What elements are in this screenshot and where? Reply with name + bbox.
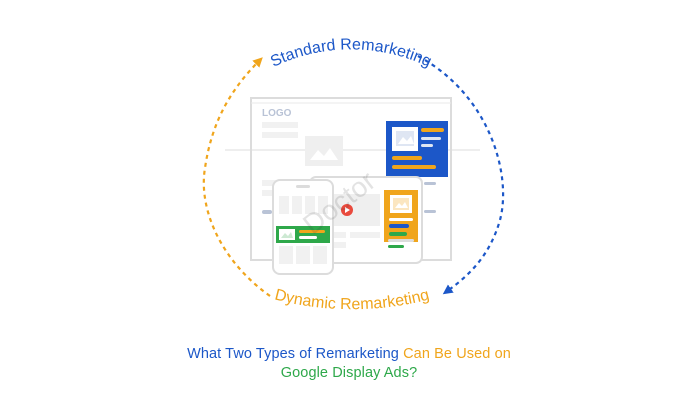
- question-line-1-segment: What Two Types of Remarketing: [187, 346, 404, 362]
- blue-ad-card: [386, 121, 448, 177]
- question-line-2-segment: Google Display Ads?: [280, 365, 418, 381]
- question-line-2: Google Display Ads?: [0, 365, 698, 381]
- dynamic-remarketing-label: Dynamic Remarketing: [273, 287, 431, 314]
- question-line-1: What Two Types of Remarketing Can Be Use…: [0, 346, 698, 362]
- svg-text:Dynamic Remarketing: Dynamic Remarketing: [273, 287, 431, 314]
- blue-dashed-arc: [417, 55, 505, 295]
- standard-remarketing-label: Standard Remarketing: [268, 36, 434, 70]
- orange-dashed-arc: [202, 57, 271, 297]
- svg-text:Standard Remarketing: Standard Remarketing: [268, 36, 434, 70]
- logo-placeholder: LOGO: [262, 108, 292, 119]
- green-ad-strip: [276, 226, 330, 243]
- orange-ad-card: [384, 190, 418, 248]
- question-line-1-segment: Can Be Used on: [403, 346, 511, 362]
